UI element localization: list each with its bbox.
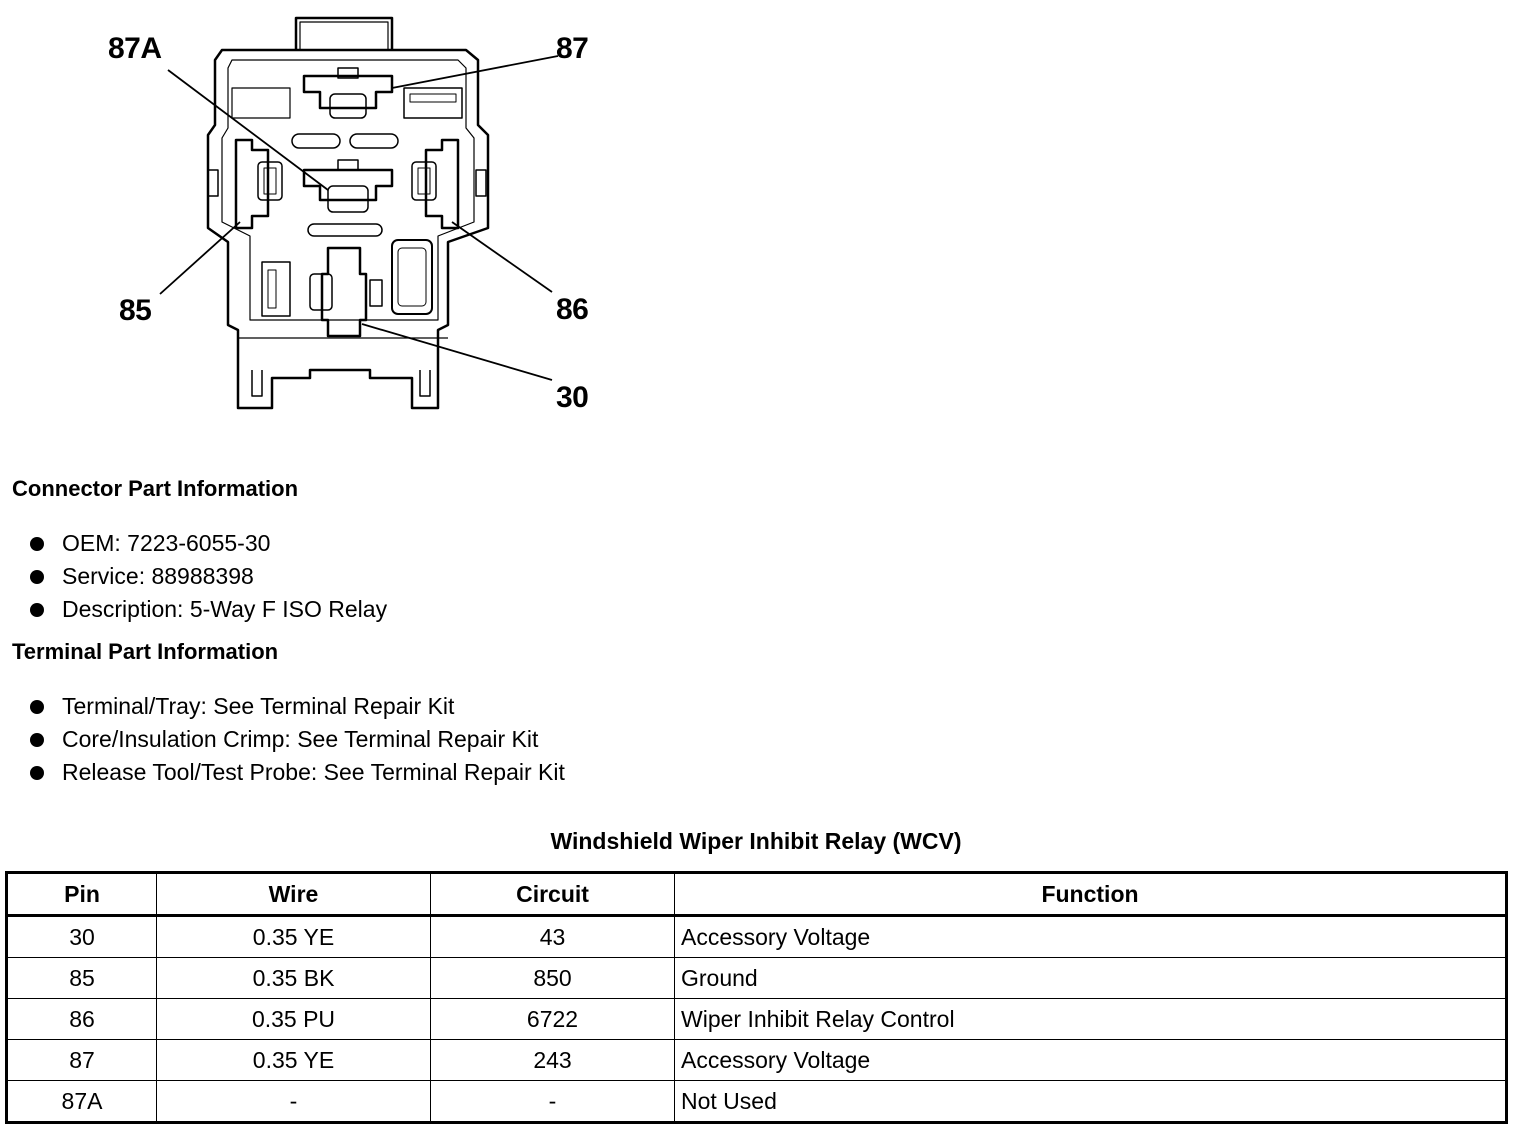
cell-wire: 0.35 YE: [156, 1039, 431, 1081]
table-title: Windshield Wiper Inhibit Relay (WCV): [550, 828, 962, 854]
header-circuit: Circuit: [430, 872, 675, 917]
cell-circuit: -: [430, 1080, 675, 1123]
cell-circuit: 243: [430, 1039, 675, 1081]
bullet-icon: [30, 570, 44, 584]
list-item: Terminal/Tray: See Terminal Repair Kit: [30, 690, 565, 723]
list-item: Description: 5-Way F ISO Relay: [30, 593, 387, 626]
cell-function: Accessory Voltage: [674, 915, 1507, 958]
list-item: Service: 88988398: [30, 560, 387, 593]
cell-function: Accessory Voltage: [674, 1039, 1507, 1081]
header-pin: Pin: [6, 872, 157, 917]
bullet-icon: [30, 700, 44, 714]
relay-connector-diagram: [159, 16, 559, 410]
pin-label-85: 85: [119, 294, 152, 327]
list-item: Release Tool/Test Probe: See Terminal Re…: [30, 756, 565, 789]
connector-part-info-list: OEM: 7223-6055-30 Service: 88988398 Desc…: [30, 527, 387, 626]
terminal-part-info-heading: Terminal Part Information: [12, 639, 279, 664]
cell-wire: -: [156, 1080, 431, 1123]
table-row: 87A - - Not Used: [6, 1080, 1507, 1123]
bullet-icon: [30, 766, 44, 780]
cell-pin: 87: [6, 1039, 157, 1081]
cell-pin: 30: [6, 915, 157, 958]
cell-circuit: 850: [430, 957, 675, 999]
pin-label-30: 30: [556, 381, 589, 414]
cell-circuit: 6722: [430, 998, 675, 1040]
header-wire: Wire: [156, 872, 431, 917]
cell-circuit: 43: [430, 915, 675, 958]
pin-table: Pin Wire Circuit Function 30 0.35 YE 43 …: [5, 871, 1508, 1124]
pin-label-87a: 87A: [108, 32, 162, 65]
cell-function: Wiper Inhibit Relay Control: [674, 998, 1507, 1040]
table-header-row: Pin Wire Circuit Function: [6, 872, 1507, 917]
connector-part-info-heading: Connector Part Information: [12, 476, 299, 501]
cell-pin: 86: [6, 998, 157, 1040]
bullet-icon: [30, 733, 44, 747]
table-row: 87 0.35 YE 243 Accessory Voltage: [6, 1039, 1507, 1081]
list-item: Core/Insulation Crimp: See Terminal Repa…: [30, 723, 565, 756]
cell-wire: 0.35 BK: [156, 957, 431, 999]
table-row: 86 0.35 PU 6722 Wiper Inhibit Relay Cont…: [6, 998, 1507, 1040]
cell-function: Not Used: [674, 1080, 1507, 1123]
cell-wire: 0.35 PU: [156, 998, 431, 1040]
list-item: OEM: 7223-6055-30: [30, 527, 387, 560]
pin-label-87: 87: [556, 32, 589, 65]
cell-pin: 85: [6, 957, 157, 999]
table-row: 85 0.35 BK 850 Ground: [6, 957, 1507, 999]
bullet-icon: [30, 537, 44, 551]
cell-wire: 0.35 YE: [156, 915, 431, 958]
cell-pin: 87A: [6, 1080, 157, 1123]
bullet-icon: [30, 603, 44, 617]
table-row: 30 0.35 YE 43 Accessory Voltage: [6, 915, 1507, 958]
pin-label-86: 86: [556, 293, 589, 326]
cell-function: Ground: [674, 957, 1507, 999]
terminal-part-info-list: Terminal/Tray: See Terminal Repair Kit C…: [30, 690, 565, 789]
header-function: Function: [674, 872, 1507, 917]
